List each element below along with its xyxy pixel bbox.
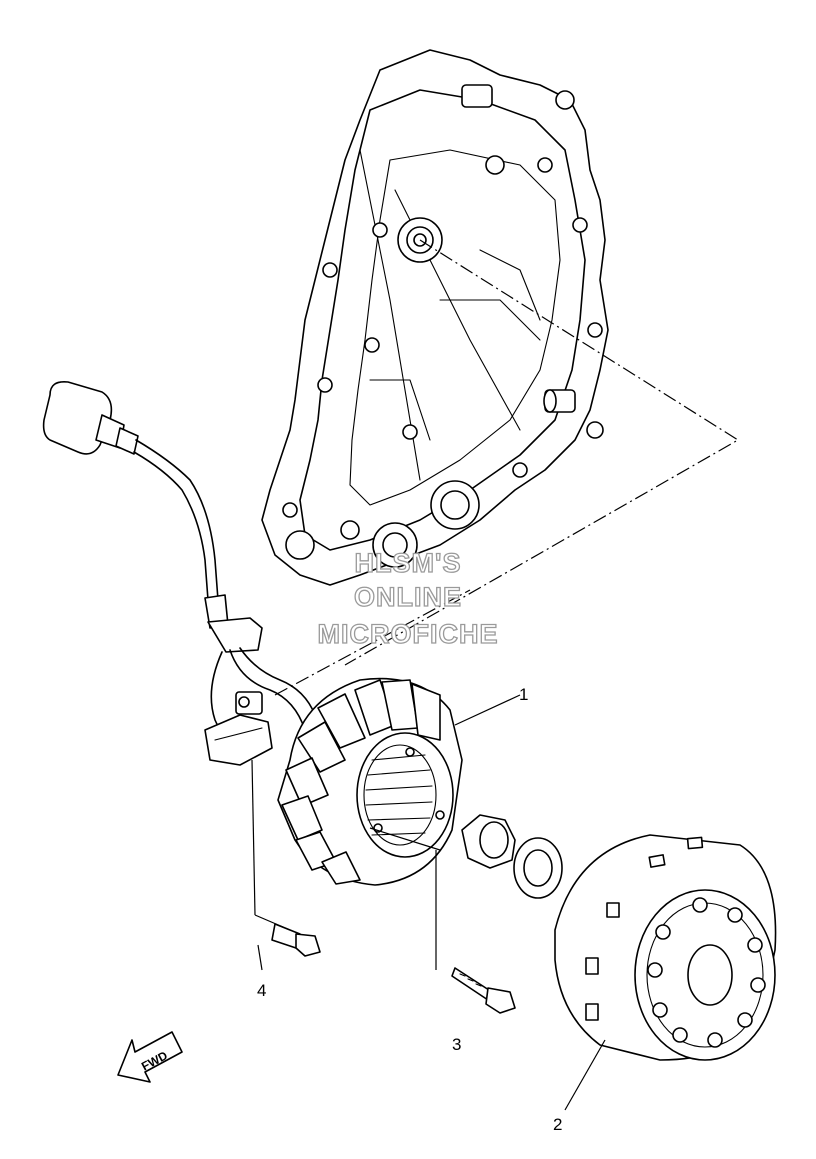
callout-part-2: 2 — [553, 1115, 562, 1134]
callout-part-1: 1 — [519, 685, 528, 704]
spacer-bushing — [461, 814, 516, 869]
callout-part-4: 4 — [257, 981, 266, 1000]
assembly-reference-lines — [274, 239, 740, 696]
fwd-direction-arrow: FWD — [117, 1031, 183, 1083]
callout-part-3: 3 — [452, 1035, 461, 1054]
watermark-line-1: HLSM'S — [355, 548, 462, 578]
watermark-line-3: MICROFICHE — [318, 619, 499, 649]
plain-washer — [513, 837, 563, 899]
wire-harness — [42, 380, 316, 766]
watermark: HLSM'S ONLINE MICROFICHE — [317, 547, 499, 649]
leader-lines — [251, 694, 606, 1111]
rotor-assembly — [554, 834, 777, 1061]
crankcase-cover — [261, 49, 609, 586]
stator-coil — [277, 677, 463, 886]
bolt-part-4 — [271, 923, 321, 957]
bolt-part-3 — [451, 967, 516, 1014]
watermark-line-2: ONLINE — [354, 582, 462, 612]
